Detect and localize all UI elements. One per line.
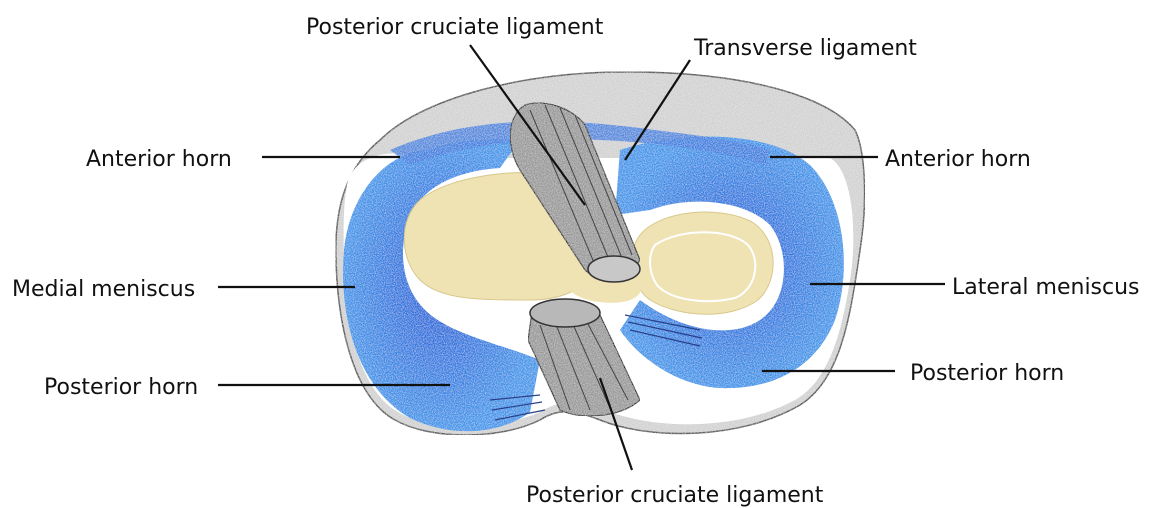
label-transverse-ligament: Transverse ligament	[693, 36, 917, 61]
label-anterior-horn-left: Anterior horn	[86, 147, 232, 172]
label-lateral-meniscus: Lateral meniscus	[952, 275, 1140, 300]
lower-ligament-stump	[530, 299, 600, 327]
upper-ligament-stump	[588, 256, 640, 282]
label-anterior-horn-right: Anterior horn	[885, 147, 1031, 172]
label-medial-meniscus: Medial meniscus	[12, 277, 195, 302]
label-posterior-horn-left: Posterior horn	[44, 375, 198, 400]
lateral-cartilage	[631, 212, 773, 314]
label-pcl-bottom: Posterior cruciate ligament	[526, 483, 824, 508]
label-posterior-horn-right: Posterior horn	[910, 361, 1064, 386]
label-pcl-top: Posterior cruciate ligament	[306, 15, 604, 40]
